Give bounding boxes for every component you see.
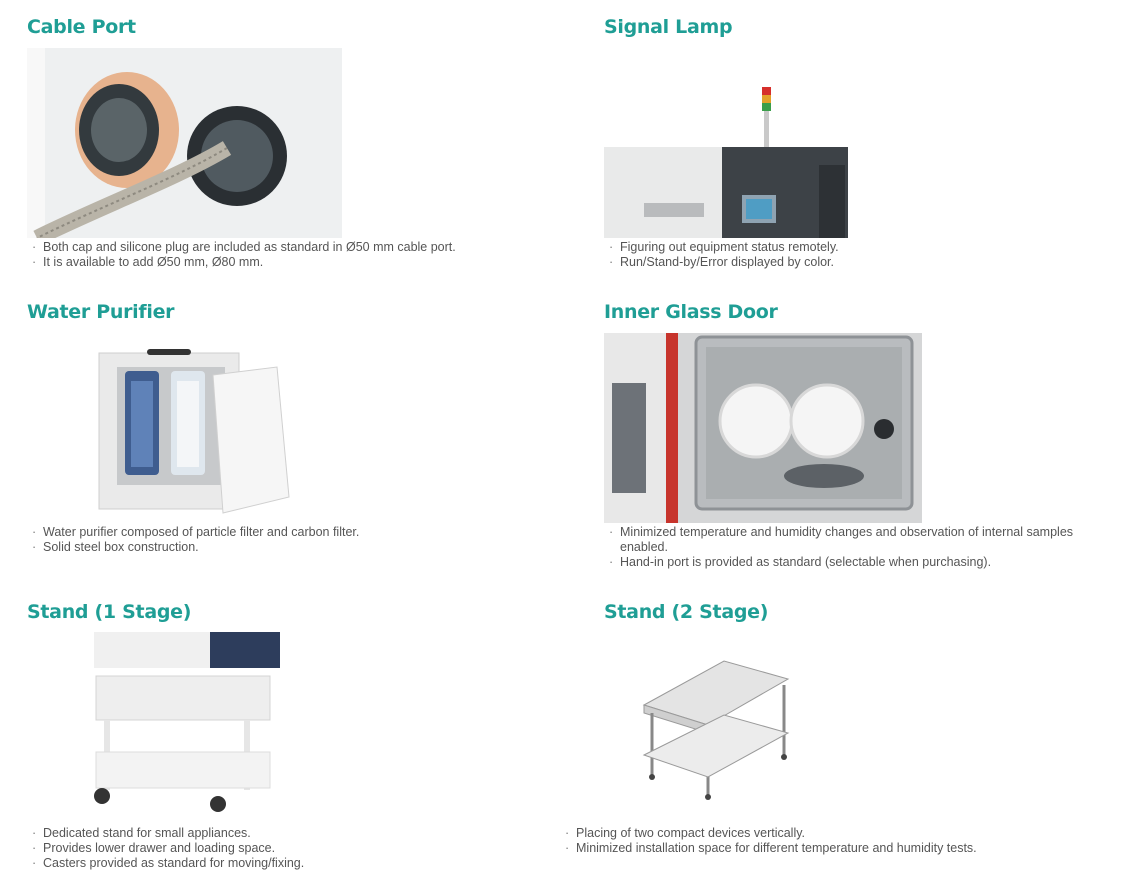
list-item: Both cap and silicone plug are included … xyxy=(27,240,547,255)
section-title-stand-2-stage: Stand (2 Stage) xyxy=(604,601,769,623)
list-item: It is available to add Ø50 mm, Ø80 mm. xyxy=(27,255,547,270)
signal-lamp-bullets: Figuring out equipment status remotely. … xyxy=(604,240,1124,271)
list-item: Hand-in port is provided as standard (se… xyxy=(604,555,1124,570)
stand-2-stage-bullets: Placing of two compact devices verticall… xyxy=(560,826,1120,857)
list-item: Run/Stand-by/Error displayed by color. xyxy=(604,255,1124,270)
list-item: Minimized installation space for differe… xyxy=(560,841,1120,856)
water-purifier-bullets: Water purifier composed of particle filt… xyxy=(27,525,547,556)
list-item: Provides lower drawer and loading space. xyxy=(27,841,547,856)
list-item: Casters provided as standard for moving/… xyxy=(27,856,547,871)
stand-1-stage-photo xyxy=(90,632,282,812)
section-title-cable-port: Cable Port xyxy=(27,16,136,38)
cable-port-photo xyxy=(27,48,342,238)
inner-glass-door-bullets: Minimized temperature and humidity chang… xyxy=(604,525,1124,571)
list-item: Dedicated stand for small appliances. xyxy=(27,826,547,841)
list-item: Placing of two compact devices verticall… xyxy=(560,826,1120,841)
list-item: Minimized temperature and humidity chang… xyxy=(604,525,1124,555)
inner-glass-door-photo xyxy=(604,333,922,523)
list-item: Figuring out equipment status remotely. xyxy=(604,240,1124,255)
water-purifier-photo xyxy=(95,345,295,515)
section-title-signal-lamp: Signal Lamp xyxy=(604,16,733,38)
section-title-inner-glass-door: Inner Glass Door xyxy=(604,301,778,323)
cable-port-bullets: Both cap and silicone plug are included … xyxy=(27,240,547,271)
stand-2-stage-photo xyxy=(638,655,796,803)
signal-lamp-photo xyxy=(604,85,848,238)
list-item: Water purifier composed of particle filt… xyxy=(27,525,547,540)
list-item: Solid steel box construction. xyxy=(27,540,547,555)
section-title-stand-1-stage: Stand (1 Stage) xyxy=(27,601,192,623)
stand-1-stage-bullets: Dedicated stand for small appliances. Pr… xyxy=(27,826,547,872)
section-title-water-purifier: Water Purifier xyxy=(27,301,175,323)
